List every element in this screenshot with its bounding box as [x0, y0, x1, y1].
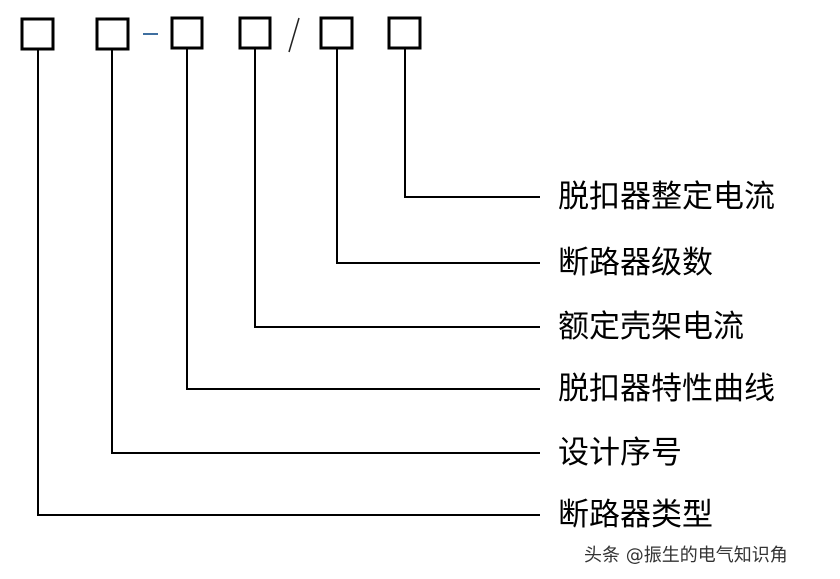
code-box-4: [238, 16, 272, 50]
label-breaker-type: 断路器类型: [558, 497, 713, 533]
label-trip-curve: 脱扣器特性曲线: [558, 371, 775, 407]
label-pole-count: 断路器级数: [558, 245, 713, 281]
code-box-5: [319, 16, 354, 50]
leader-line-1: [37, 50, 540, 516]
code-box-2: [95, 17, 130, 51]
leader-line-5: [336, 49, 540, 264]
label-frame-current: 额定壳架电流: [558, 309, 744, 345]
leader-line-4: [254, 49, 540, 328]
slash-separator: [288, 17, 300, 53]
label-design-number: 设计序号: [558, 435, 682, 471]
leader-line-6: [404, 49, 540, 198]
code-box-6: [387, 16, 422, 50]
label-trip-setting-current: 脱扣器整定电流: [558, 179, 775, 215]
code-box-1: [20, 17, 55, 51]
code-box-3: [170, 16, 204, 50]
leader-line-2: [111, 50, 540, 454]
watermark: 头条 @振生的电气知识角: [584, 545, 788, 566]
leader-line-3: [186, 49, 540, 390]
